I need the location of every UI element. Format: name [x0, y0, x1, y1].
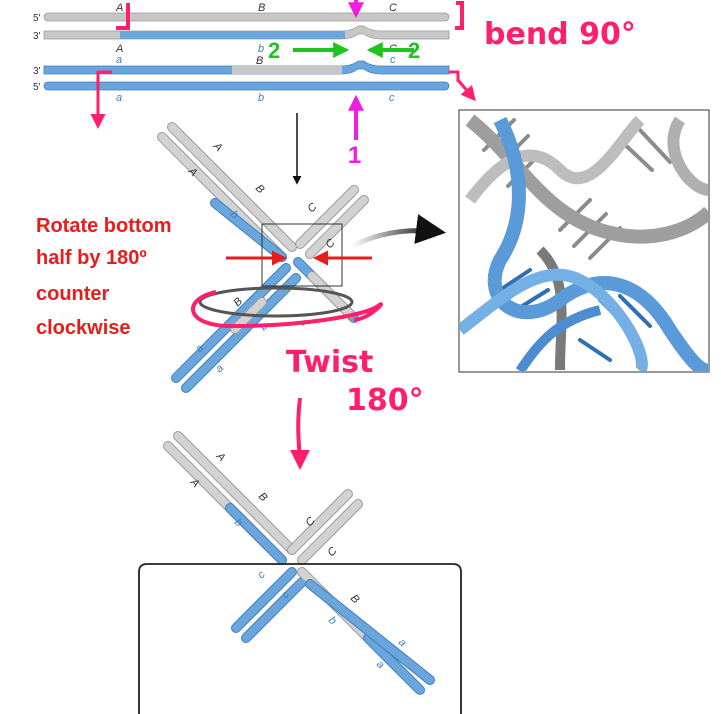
bot-label-a-2: a	[374, 658, 387, 671]
bot-label-a-1: a	[396, 636, 409, 649]
bot-label-B: B	[256, 490, 270, 504]
strand-bottom-blue-2	[43, 81, 450, 91]
label-A-row1: A	[115, 2, 123, 14]
marker-2-left-label: 2	[268, 38, 280, 63]
bracket-top-left	[116, 3, 130, 30]
label-C-row1: C	[389, 2, 397, 14]
bracket-top-right	[455, 1, 464, 30]
bot-label-B-lower: B	[348, 592, 362, 606]
bracket-bottom-right	[449, 70, 460, 82]
rotate-text-line1: Rotate bottom	[36, 215, 172, 237]
bot-label-c-1: c	[255, 568, 268, 581]
label-b-row4: b	[258, 92, 264, 104]
label-B-row1: B	[258, 2, 265, 14]
end-5-prime-1: 5'	[33, 13, 41, 24]
step-arrow-2	[289, 397, 310, 470]
rotate-text-line2: half by 180º	[36, 247, 147, 269]
bracket-bottom-left	[96, 70, 112, 88]
label-c-row4: c	[389, 92, 395, 104]
mid-label-a-2: a	[213, 362, 226, 375]
bracket-arrow-right	[456, 79, 476, 102]
label-a-row4: a	[116, 92, 122, 104]
strand-bottom-gray-segment	[232, 66, 342, 74]
x-junction-bottom	[163, 431, 435, 695]
helix-zoom-panel	[458, 109, 710, 373]
end-3-prime-2: 3'	[33, 66, 41, 77]
strand-top-gray-1	[43, 12, 450, 22]
marker-1-label: 1	[348, 142, 361, 169]
bot-label-b-lower: b	[326, 614, 339, 627]
label-a-row2: a	[116, 54, 122, 66]
end-5-prime-2: 5'	[33, 82, 41, 93]
zoom-arrow	[350, 214, 446, 249]
bottom-frame	[138, 563, 462, 714]
mid-label-C-1: C	[305, 201, 319, 215]
strand-top-blue-segment	[120, 31, 345, 39]
label-c-row2: c	[390, 54, 396, 66]
end-3-prime-1: 3'	[33, 31, 41, 42]
twist-label-line1: Twist	[286, 345, 373, 380]
rotate-text-line4: clockwise	[36, 317, 131, 339]
twist-label-line2: 180°	[346, 383, 424, 418]
junction-zoom-box	[261, 223, 343, 287]
label-B-row2: B	[256, 55, 263, 67]
linear-duplexes: 5' 3' 3' 5' A B C A a b B C c a b c 1 2 …	[33, 0, 636, 169]
bot-label-A-1: A	[213, 450, 227, 464]
rotation-ring	[198, 286, 354, 318]
mid-label-A-1: A	[210, 140, 224, 154]
pink-rotation-loop	[191, 290, 383, 329]
bot-label-C-2: C	[325, 545, 339, 559]
bend-label: bend 90°	[484, 17, 636, 52]
mid-label-B: B	[253, 182, 267, 196]
label-A-row2: A	[115, 43, 123, 55]
marker-2-right-label: 2	[408, 38, 420, 63]
label-b-row2: b	[258, 43, 264, 55]
rotate-text-line3: counter	[36, 283, 110, 305]
